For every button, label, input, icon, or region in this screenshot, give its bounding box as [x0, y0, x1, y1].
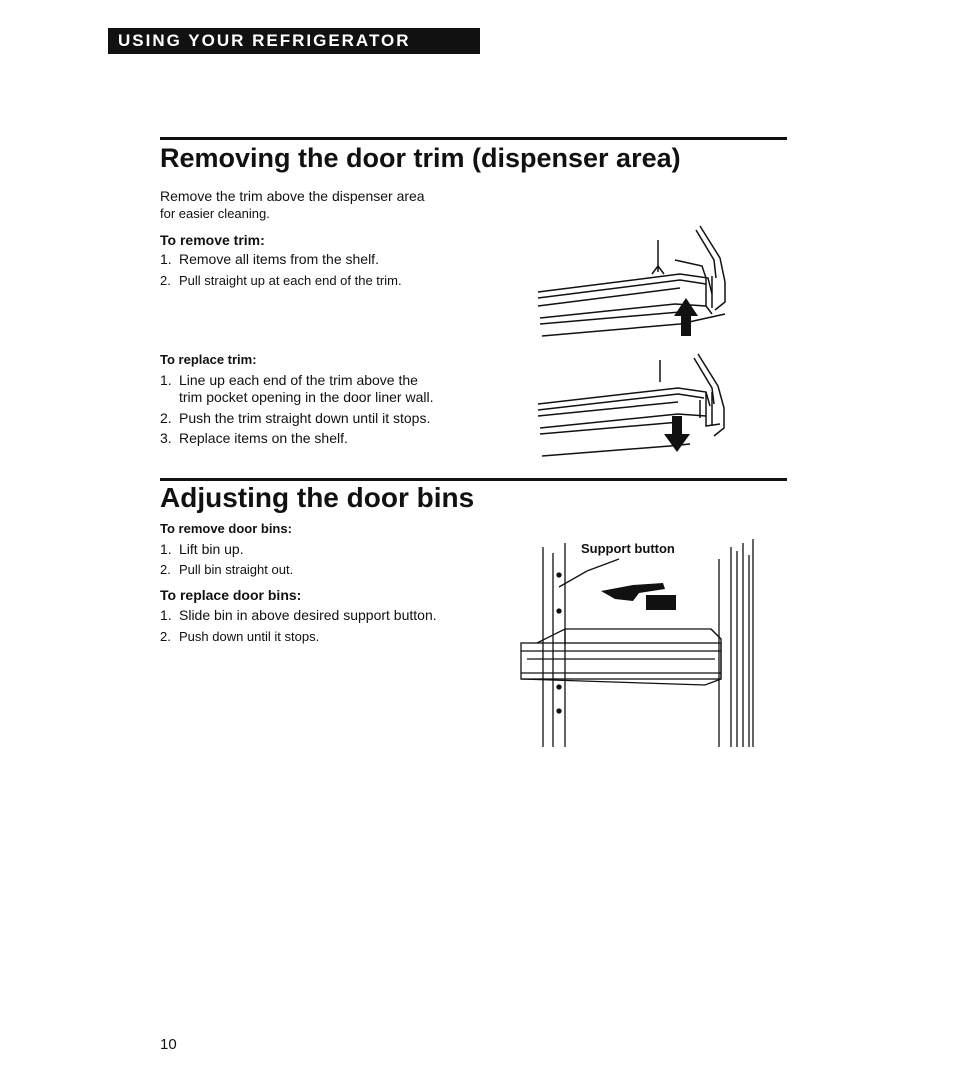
section-title-door-trim: Removing the door trim (dispenser area): [160, 143, 681, 173]
remove-trim-step: 2. Pull straight up at each end of the tr…: [160, 272, 402, 289]
step-text: Remove all items from the shelf.: [179, 251, 379, 267]
step-text: Pull straight up at each end of the trim…: [179, 273, 402, 288]
trim-replace-illustration: [537, 353, 725, 457]
arrow-left-icon: [601, 583, 676, 610]
arrow-down-icon: [664, 416, 690, 452]
section-rule-top: [160, 137, 787, 140]
step-text-continued: trim pocket opening in the door liner wa…: [179, 389, 434, 405]
step-number: 3.: [160, 430, 172, 446]
page-number: 10: [160, 1036, 177, 1053]
remove-bins-heading: To remove door bins:: [160, 521, 292, 536]
step-number: 2.: [160, 562, 171, 577]
replace-bins-step: 2. Push down until it stops.: [160, 628, 319, 645]
step-number: 1.: [160, 251, 172, 267]
arrow-up-icon: [674, 298, 698, 336]
remove-bins-step: 2. Pull bin straight out.: [160, 561, 293, 578]
section-rule-middle: [160, 478, 787, 481]
replace-trim-step: 2. Push the trim straight down until it s…: [160, 410, 430, 427]
step-number: 2.: [160, 410, 172, 426]
intro-text-line1: Remove the trim above the dispenser area: [160, 188, 425, 204]
step-text: Push the trim straight down until it sto…: [179, 410, 431, 426]
step-text: Lift bin up.: [179, 541, 244, 557]
replace-trim-heading: To replace trim:: [160, 352, 257, 367]
step-number: 2.: [160, 629, 171, 644]
section-banner: USING YOUR REFRIGERATOR: [108, 28, 480, 54]
step-text: Push down until it stops.: [179, 629, 320, 644]
support-button-label: Support button: [581, 541, 675, 556]
step-number: 2.: [160, 273, 171, 288]
replace-trim-step: 1. Line up each end of the trim above the…: [160, 372, 433, 406]
remove-bins-step: 1. Lift bin up.: [160, 541, 244, 558]
step-text: Pull bin straight out.: [179, 562, 294, 577]
step-number: 1.: [160, 607, 172, 623]
door-bin-illustration: [520, 539, 754, 747]
replace-trim-step: 3. Replace items on the shelf.: [160, 430, 348, 447]
remove-trim-heading: To remove trim:: [160, 232, 265, 248]
intro-text-line2: for easier cleaning.: [160, 206, 270, 221]
step-text: Replace items on the shelf.: [179, 430, 348, 446]
step-text: Slide bin in above desired support butto…: [179, 607, 437, 623]
replace-bins-step: 1. Slide bin in above desired support but…: [160, 607, 437, 624]
step-text: Line up each end of the trim above the: [179, 372, 418, 388]
remove-trim-step: 1. Remove all items from the shelf.: [160, 251, 379, 268]
step-number: 1.: [160, 372, 172, 388]
section-title-door-bins: Adjusting the door bins: [160, 482, 475, 513]
trim-remove-illustration: [537, 225, 726, 337]
replace-bins-heading: To replace door bins:: [160, 587, 302, 603]
step-number: 1.: [160, 541, 172, 557]
